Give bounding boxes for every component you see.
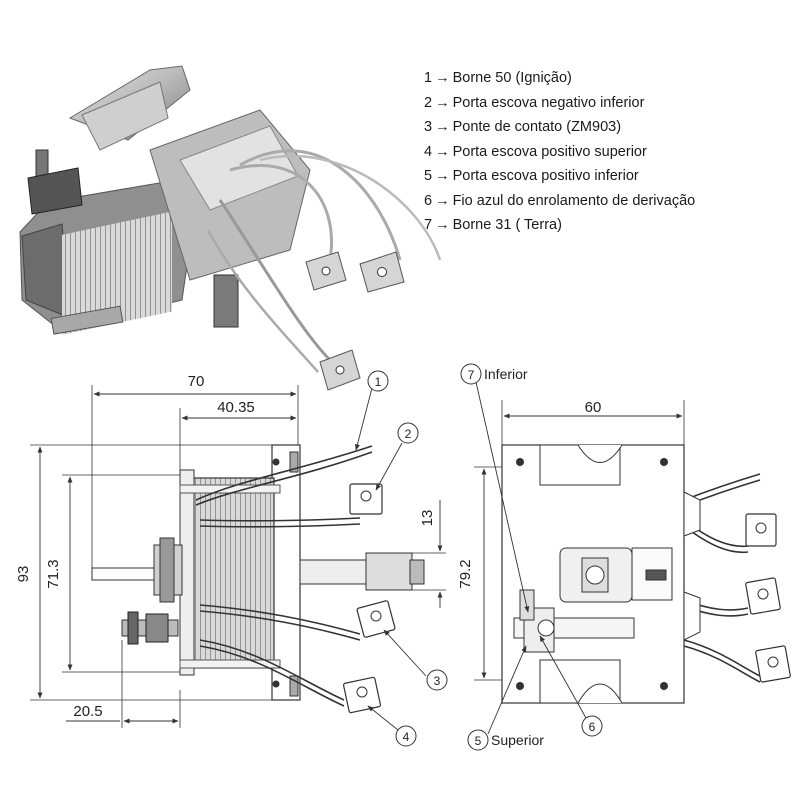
legend-item-7: 7→Borne 31 ( Terra) [424,217,562,233]
callout-6: 6 [589,720,596,734]
dim-60-label: 60 [585,399,602,416]
callout-7: 7 [468,368,475,382]
callout-5: 5 [475,734,482,748]
legend-item-3: 3→Ponte de contato (ZM903) [424,119,622,135]
dim-71-3-label: 71.3 [45,559,62,588]
end-view-drawing [460,363,791,751]
dim-70-label: 70 [188,373,205,390]
solenoid-photo [19,65,442,391]
callout-1: 1 [375,375,382,389]
legend-item-1: 1→Borne 50 (Ignição) [424,70,572,86]
label-inferior: Inferior [484,366,528,382]
legend-item-4: 4→Porta escova positivo superior [424,143,647,160]
dim-40-35-label: 40.35 [217,399,255,416]
legend-item-2: 2→Porta escova negativo inferior [424,94,645,111]
dim-20-5-label: 20.5 [73,703,102,720]
callout-2: 2 [405,427,412,441]
callout-4: 4 [403,730,410,744]
legend-item-5: 5→Porta escova positivo inferior [424,168,639,184]
legend-item-6: 6→Fio azul do enrolamento de derivação [424,192,696,209]
label-superior: Superior [491,732,544,748]
legend-list: 1→Borne 50 (Ignição) 2→Porta escova nega… [424,66,794,238]
dim-13-label: 13 [419,510,436,527]
dim-79-2-label: 79.2 [457,559,474,588]
side-view-drawing [30,370,448,747]
callout-3: 3 [434,674,441,688]
dim-93-label: 93 [15,566,32,583]
